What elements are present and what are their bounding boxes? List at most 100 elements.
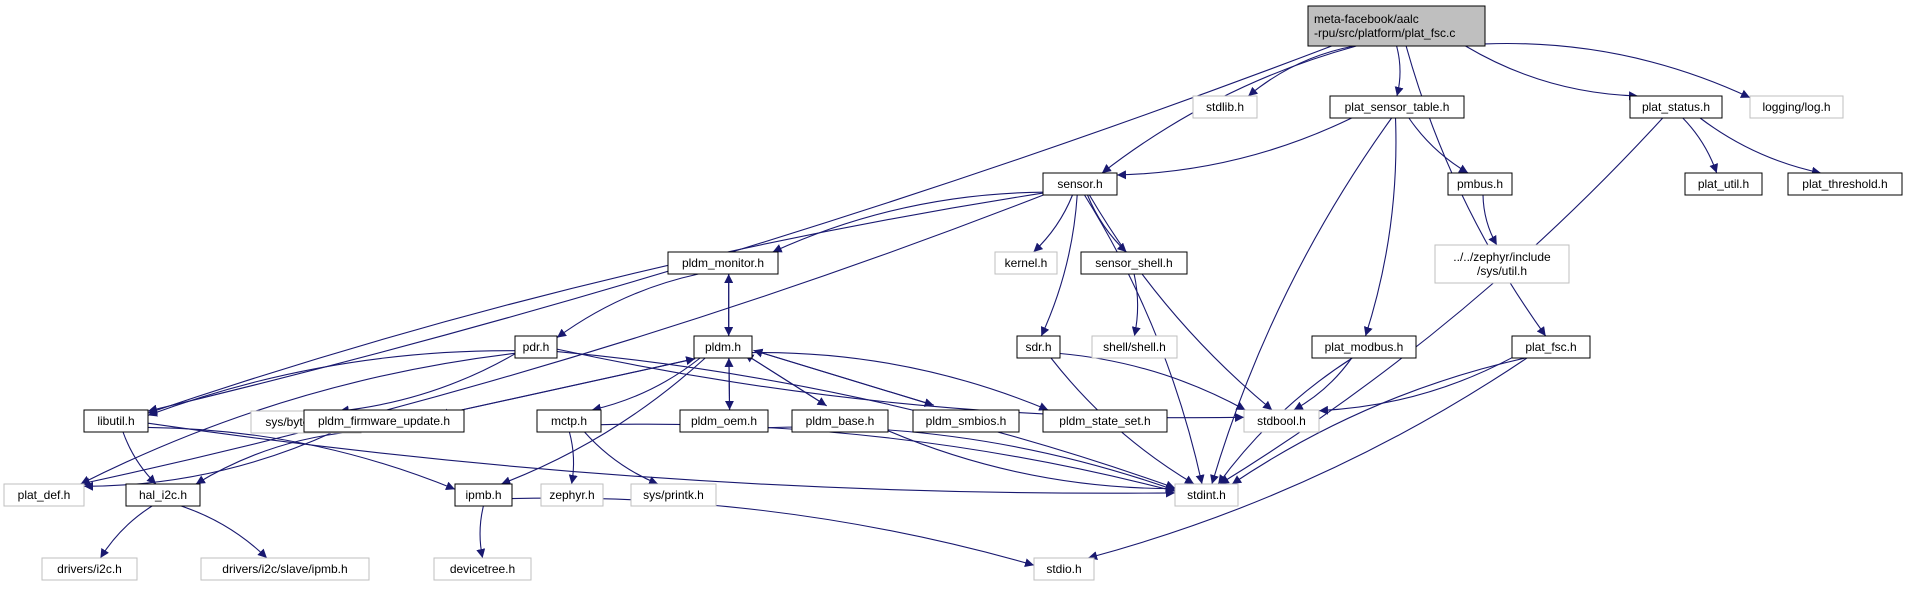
node-label-sensor_shell: sensor_shell.h — [1095, 256, 1172, 270]
node-box-plat_sensor_table[interactable] — [1329, 95, 1465, 119]
node-pldm_smbios[interactable]: pldm_smbios.h — [912, 409, 1020, 433]
node-box-pldm_firmware_update[interactable] — [303, 409, 465, 433]
node-plat_def[interactable]: plat_def.h — [3, 483, 85, 507]
edge-plat_fsc_h-to-stdbool — [1318, 357, 1513, 415]
edge-pdr-to-libutil — [147, 350, 516, 417]
node-box-pldm_smbios[interactable] — [912, 409, 1020, 433]
node-plat_util[interactable]: plat_util.h — [1684, 172, 1763, 196]
node-pldm[interactable]: pldm.h — [693, 335, 753, 359]
node-box-pldm_state_set[interactable] — [1042, 409, 1168, 433]
node-label-kernel: kernel.h — [1005, 256, 1048, 270]
node-box-mctp[interactable] — [536, 409, 602, 433]
node-box-root[interactable] — [1307, 5, 1486, 47]
node-plat_sensor_table[interactable]: plat_sensor_table.h — [1329, 95, 1465, 119]
node-box-hal_i2c[interactable] — [125, 483, 201, 507]
edge-pldm_smbios-to-pldm — [753, 348, 934, 406]
node-plat_modbus[interactable]: plat_modbus.h — [1311, 335, 1417, 359]
node-box-plat_threshold[interactable] — [1787, 172, 1903, 196]
node-box-devicetree[interactable] — [433, 557, 532, 581]
edge-plat_fsc_h-to-stdint — [1231, 357, 1526, 485]
node-label-plat_threshold: plat_threshold.h — [1802, 177, 1887, 191]
node-zephyr_h[interactable]: zephyr.h — [540, 483, 604, 507]
node-label-pldm_smbios: pldm_smbios.h — [926, 414, 1007, 428]
node-box-stdlib[interactable] — [1192, 95, 1258, 119]
node-shell[interactable]: shell/shell.h — [1091, 335, 1178, 359]
node-label-plat_fsc_h: plat_fsc.h — [1525, 340, 1576, 354]
edge-pldm-to-ipmb — [501, 357, 706, 485]
node-box-sensor[interactable] — [1042, 172, 1118, 196]
node-box-stdio[interactable] — [1033, 557, 1095, 581]
edge-pldm_base-to-pldm — [744, 353, 827, 407]
edge-sdr-to-stdbool — [1059, 352, 1246, 411]
node-box-sys_printk[interactable] — [630, 483, 717, 507]
node-label-mctp: mctp.h — [551, 414, 587, 428]
node-drivers_i2c[interactable]: drivers/i2c.h — [41, 557, 138, 581]
node-box-stdint[interactable] — [1174, 483, 1239, 507]
edge-libutil-to-stdint — [147, 422, 1176, 498]
node-libutil[interactable]: libutil.h — [83, 409, 149, 433]
node-zephyr_sys_util[interactable]: ../../zephyr/include/sys/util.h — [1434, 244, 1570, 284]
node-stdio[interactable]: stdio.h — [1033, 557, 1095, 581]
node-box-pldm[interactable] — [693, 335, 753, 359]
node-pldm_monitor[interactable]: pldm_monitor.h — [667, 251, 779, 275]
node-box-drivers_i2c[interactable] — [41, 557, 138, 581]
node-box-pldm_base[interactable] — [791, 409, 889, 433]
node-label-stdbool: stdbool.h — [1257, 414, 1306, 428]
node-box-sensor_shell[interactable] — [1080, 251, 1188, 275]
node-sdr[interactable]: sdr.h — [1016, 335, 1061, 359]
edge-plat_sensor_table-to-stdint — [1210, 117, 1393, 485]
node-plat_fsc_h[interactable]: plat_fsc.h — [1511, 335, 1591, 359]
node-pldm_firmware_update[interactable]: pldm_firmware_update.h — [303, 409, 465, 433]
node-box-kernel[interactable] — [994, 251, 1058, 275]
node-drivers_i2c_slave_ipmb[interactable]: drivers/i2c/slave/ipmb.h — [200, 557, 370, 581]
node-box-drivers_i2c_slave_ipmb[interactable] — [200, 557, 370, 581]
edge-plat_status-to-plat_threshold — [1699, 117, 1822, 176]
node-label-stdio: stdio.h — [1046, 562, 1081, 576]
node-root[interactable]: meta-facebook/aalc-rpu/src/platform/plat… — [1307, 5, 1486, 47]
node-pldm_state_set[interactable]: pldm_state_set.h — [1042, 409, 1168, 433]
node-pmbus[interactable]: pmbus.h — [1447, 172, 1513, 196]
node-pldm_oem[interactable]: pldm_oem.h — [679, 409, 769, 433]
node-stdbool[interactable]: stdbool.h — [1243, 409, 1320, 433]
node-box-shell[interactable] — [1091, 335, 1178, 359]
edges-layer — [80, 42, 1822, 568]
node-pdr[interactable]: pdr.h — [514, 335, 558, 359]
node-box-plat_modbus[interactable] — [1311, 335, 1417, 359]
node-box-plat_def[interactable] — [3, 483, 85, 507]
node-box-zephyr_sys_util[interactable] — [1434, 244, 1570, 284]
node-plat_status[interactable]: plat_status.h — [1629, 95, 1723, 119]
edge-mctp-to-sys_printk — [584, 431, 659, 485]
node-box-zephyr_h[interactable] — [540, 483, 604, 507]
node-stdlib[interactable]: stdlib.h — [1192, 95, 1258, 119]
node-pldm_base[interactable]: pldm_base.h — [791, 409, 889, 433]
node-stdint[interactable]: stdint.h — [1174, 483, 1239, 507]
node-box-libutil[interactable] — [83, 409, 149, 433]
node-ipmb[interactable]: ipmb.h — [454, 483, 513, 507]
node-kernel[interactable]: kernel.h — [994, 251, 1058, 275]
edge-sensor_shell-to-shell — [1131, 273, 1141, 337]
node-plat_threshold[interactable]: plat_threshold.h — [1787, 172, 1903, 196]
node-box-plat_fsc_h[interactable] — [1511, 335, 1591, 359]
node-sensor_shell[interactable]: sensor_shell.h — [1080, 251, 1188, 275]
node-sys_printk[interactable]: sys/printk.h — [630, 483, 717, 507]
node-box-ipmb[interactable] — [454, 483, 513, 507]
node-box-plat_util[interactable] — [1684, 172, 1763, 196]
node-box-plat_status[interactable] — [1629, 95, 1723, 119]
node-box-stdbool[interactable] — [1243, 409, 1320, 433]
node-box-pldm_oem[interactable] — [679, 409, 769, 433]
edge-pldm-to-mctp — [591, 357, 701, 413]
node-label-devicetree: devicetree.h — [450, 562, 515, 576]
node-devicetree[interactable]: devicetree.h — [433, 557, 532, 581]
node-label-root: -rpu/src/platform/plat_fsc.c — [1314, 26, 1455, 40]
node-box-pldm_monitor[interactable] — [667, 251, 779, 275]
node-box-logging_log[interactable] — [1749, 95, 1844, 119]
node-box-sdr[interactable] — [1016, 335, 1061, 359]
edge-libutil-to-hal_i2c — [122, 431, 157, 485]
node-mctp[interactable]: mctp.h — [536, 409, 602, 433]
node-logging_log[interactable]: logging/log.h — [1749, 95, 1844, 119]
node-hal_i2c[interactable]: hal_i2c.h — [125, 483, 201, 507]
edge-sensor-to-plat_def — [80, 194, 1044, 487]
node-box-pdr[interactable] — [514, 335, 558, 359]
node-sensor[interactable]: sensor.h — [1042, 172, 1118, 196]
node-box-pmbus[interactable] — [1447, 172, 1513, 196]
